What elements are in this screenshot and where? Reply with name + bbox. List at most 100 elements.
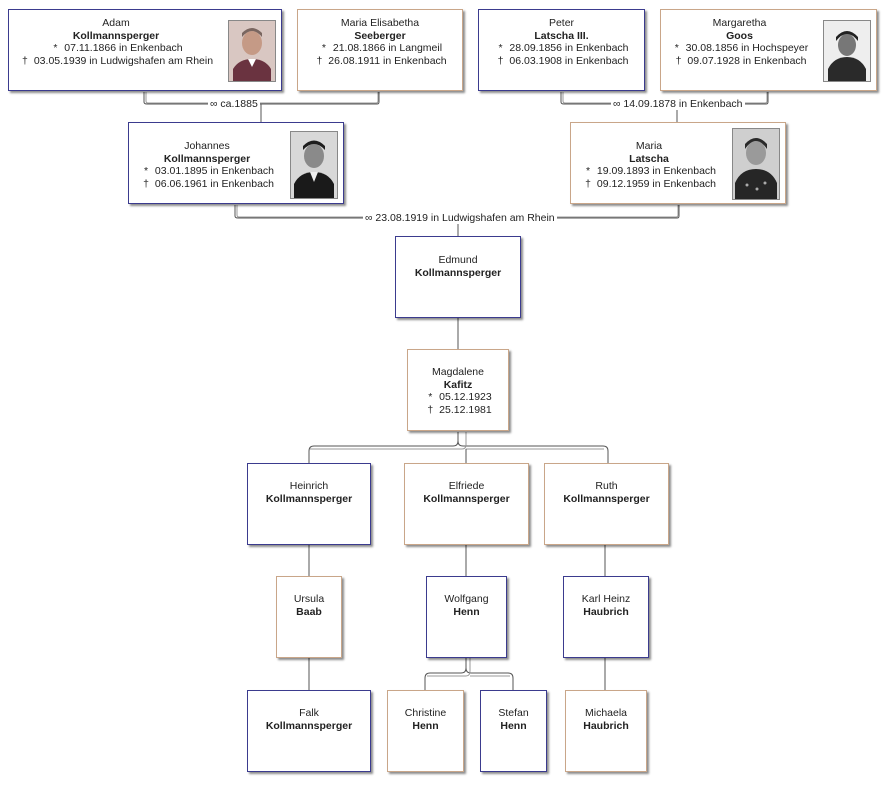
- death-line: † 25.12.1981: [408, 404, 508, 417]
- first-name: Johannes: [184, 140, 230, 152]
- first-name: Heinrich: [289, 480, 329, 492]
- birth-date: 19.09.1893 in Enkenbach: [596, 165, 717, 177]
- birth-icon: *: [585, 165, 591, 177]
- marriage-label-peter-margaretha: ∞ 14.09.1878 in Enkenbach: [611, 98, 745, 110]
- marriage-icon: ∞: [365, 212, 373, 224]
- person-card-wolfgang[interactable]: Wolfgang Henn: [426, 576, 507, 658]
- birth-icon: *: [321, 42, 326, 54]
- last-name: Kollmannsperger: [265, 492, 353, 505]
- person-card-peter[interactable]: Peter Latscha III. * 28.09.1856 in Enken…: [478, 9, 645, 91]
- birth-line: * 05.12.1923: [408, 391, 508, 404]
- first-name: Peter: [548, 17, 575, 29]
- birth-line: * 19.09.1893 in Enkenbach: [571, 165, 727, 178]
- birth-date: 28.09.1856 in Enkenbach: [509, 42, 629, 54]
- person-card-heinrich[interactable]: Heinrich Kollmannsperger: [247, 463, 371, 545]
- birth-icon: *: [498, 42, 503, 54]
- first-name: Karl Heinz: [581, 593, 631, 605]
- person-card-margaretha[interactable]: Margaretha Goos * 30.08.1856 in Hochspey…: [660, 9, 877, 91]
- birth-line: * 03.01.1895 in Enkenbach: [129, 165, 285, 178]
- first-name: Adam: [102, 17, 130, 29]
- death-date: 25.12.1981: [439, 403, 492, 416]
- death-icon: †: [675, 54, 682, 67]
- birth-date: 30.08.1856 in Hochspeyer: [685, 42, 809, 54]
- death-date: 09.07.1928 in Enkenbach: [687, 54, 807, 67]
- birth-date: 03.01.1895 in Enkenbach: [154, 165, 275, 177]
- person-card-maria-latscha[interactable]: Maria Latscha * 19.09.1893 in Enkenbach …: [570, 122, 786, 204]
- last-name: Kollmannsperger: [163, 152, 251, 165]
- death-line: † 09.12.1959 in Enkenbach: [571, 178, 727, 191]
- death-icon: †: [22, 54, 28, 67]
- birth-date: 05.12.1923: [439, 391, 492, 403]
- death-icon: †: [585, 177, 591, 190]
- portrait-photo-icon: [228, 20, 276, 82]
- death-date: 06.06.1961 in Enkenbach: [154, 177, 275, 190]
- death-line: † 03.05.1939 in Ludwigshafen am Rhein: [9, 55, 223, 68]
- person-card-adam[interactable]: Adam Kollmannsperger * 07.11.1866 in Enk…: [8, 9, 282, 91]
- marriage-icon: ∞: [613, 98, 621, 110]
- last-name: Kollmannsperger: [414, 266, 502, 279]
- person-card-johannes[interactable]: Johannes Kollmannsperger * 03.01.1895 in…: [128, 122, 344, 204]
- person-card-magdalene[interactable]: Magdalene Kafitz * 05.12.1923 † 25.12.19…: [407, 349, 509, 431]
- last-name: Kollmannsperger: [265, 719, 353, 732]
- birth-icon: *: [674, 42, 679, 54]
- person-card-maria-elisabetha[interactable]: Maria Elisabetha Seeberger * 21.08.1866 …: [297, 9, 463, 91]
- person-card-elfriede[interactable]: Elfriede Kollmannsperger: [404, 463, 529, 545]
- portrait-photo-icon: [290, 131, 338, 199]
- death-date: 09.12.1959 in Enkenbach: [596, 177, 717, 190]
- person-card-michaela[interactable]: Michaela Haubrich: [565, 690, 647, 772]
- person-card-stefan[interactable]: Stefan Henn: [480, 690, 547, 772]
- last-name: Goos: [726, 29, 753, 42]
- first-name: Ursula: [293, 593, 325, 605]
- person-card-ruth[interactable]: Ruth Kollmannsperger: [544, 463, 669, 545]
- last-name: Henn: [453, 605, 480, 618]
- last-name: Latscha III.: [534, 29, 589, 42]
- death-icon: †: [316, 54, 323, 67]
- portrait-photo-icon: [732, 128, 780, 200]
- death-icon: †: [497, 54, 504, 67]
- marriage-date: ca.1885: [220, 98, 258, 110]
- birth-line: * 21.08.1866 in Langmeil: [298, 42, 462, 55]
- first-name: Margaretha: [712, 17, 767, 29]
- marriage-label-adam-maria: ∞ ca.1885: [208, 98, 260, 110]
- marriage-date: 14.09.1878 in Enkenbach: [623, 98, 743, 110]
- person-card-ursula[interactable]: Ursula Baab: [276, 576, 342, 658]
- marriage-date: 23.08.1919 in Ludwigshafen am Rhein: [375, 212, 555, 224]
- last-name: Latscha: [629, 152, 669, 165]
- first-name: Falk: [299, 707, 319, 719]
- death-line: † 09.07.1928 in Enkenbach: [661, 55, 818, 68]
- last-name: Kafitz: [443, 378, 473, 391]
- last-name: Haubrich: [583, 605, 629, 618]
- birth-line: * 28.09.1856 in Enkenbach: [479, 42, 644, 55]
- death-line: † 06.06.1961 in Enkenbach: [129, 178, 285, 191]
- birth-line: * 30.08.1856 in Hochspeyer: [661, 42, 818, 55]
- first-name: Ruth: [595, 480, 618, 492]
- first-name: Maria: [635, 140, 663, 152]
- first-name: Christine: [404, 707, 447, 719]
- first-name: Wolfgang: [444, 593, 489, 605]
- death-line: † 06.03.1908 in Enkenbach: [479, 55, 644, 68]
- birth-date: 07.11.1866 in Enkenbach: [64, 42, 183, 54]
- first-name: Edmund: [438, 254, 478, 266]
- person-card-edmund[interactable]: Edmund Kollmannsperger: [395, 236, 521, 318]
- portrait-photo-icon: [823, 20, 871, 82]
- person-card-karl-heinz[interactable]: Karl Heinz Haubrich: [563, 576, 649, 658]
- last-name: Kollmannsperger: [72, 29, 160, 42]
- death-line: † 26.08.1911 in Enkenbach: [298, 55, 462, 68]
- person-card-christine[interactable]: Christine Henn: [387, 690, 464, 772]
- last-name: Henn: [412, 719, 439, 732]
- birth-line: * 07.11.1866 in Enkenbach: [9, 42, 223, 55]
- death-icon: †: [143, 177, 149, 190]
- first-name: Maria Elisabetha: [340, 17, 420, 29]
- last-name: Henn: [500, 719, 527, 732]
- first-name: Magdalene: [432, 366, 484, 378]
- marriage-icon: ∞: [210, 98, 218, 110]
- death-date: 06.03.1908 in Enkenbach: [509, 54, 629, 67]
- last-name: Haubrich: [583, 719, 629, 732]
- birth-date: 21.08.1866 in Langmeil: [332, 42, 443, 54]
- person-card-falk[interactable]: Falk Kollmannsperger: [247, 690, 371, 772]
- birth-icon: *: [53, 42, 58, 54]
- first-name: Elfriede: [448, 480, 485, 492]
- first-name: Michaela: [584, 707, 628, 719]
- death-icon: †: [427, 403, 434, 416]
- death-date: 03.05.1939 in Ludwigshafen am Rhein: [33, 54, 214, 67]
